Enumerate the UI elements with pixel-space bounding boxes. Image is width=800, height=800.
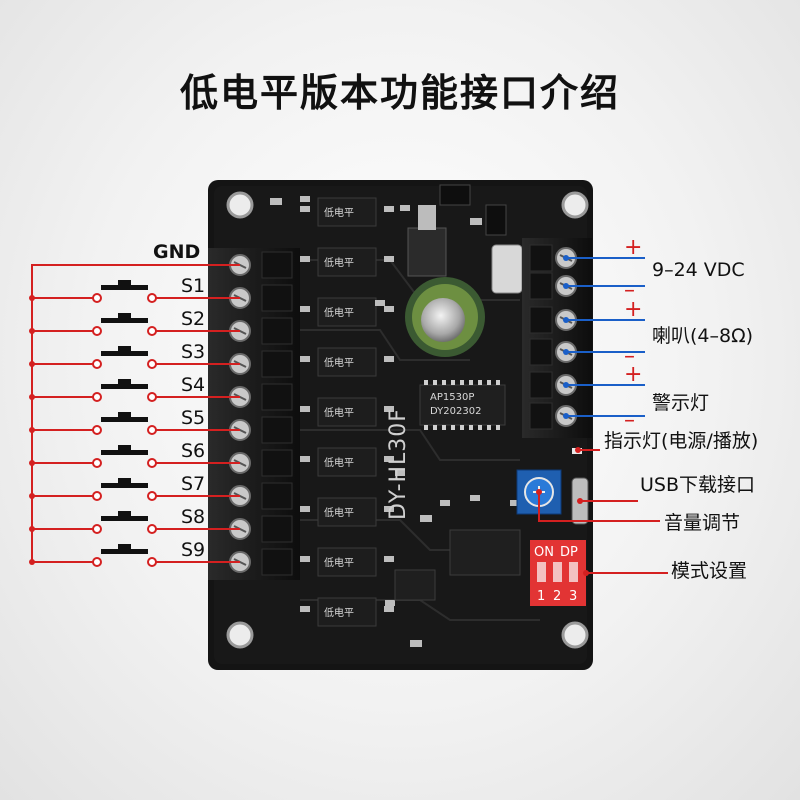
push-switch: S1: [29, 275, 240, 303]
svg-text:低电平: 低电平: [324, 306, 354, 319]
svg-text:低电平: 低电平: [324, 506, 354, 519]
polarity-mark: +: [624, 362, 642, 387]
svg-text:低电平: 低电平: [324, 356, 354, 369]
polarity-mark: +: [624, 297, 642, 322]
push-switch: S9: [29, 539, 240, 567]
mounting-hole: [226, 191, 254, 219]
volume-label: 音量调节: [664, 512, 740, 534]
switch-label: S6: [181, 440, 205, 462]
callout-line: [575, 447, 600, 453]
board-model: DY-HL30F: [386, 408, 411, 520]
mounting-hole: [561, 191, 589, 219]
callout-line: [577, 498, 638, 504]
output-wire: +: [563, 235, 645, 261]
push-switch: S7: [29, 473, 240, 501]
power-label: 9–24 VDC: [652, 259, 745, 281]
svg-text:DY202302: DY202302: [430, 406, 481, 417]
callout-line: [583, 570, 668, 576]
level-chip: 低电平: [300, 447, 394, 477]
callout-line: [536, 489, 660, 522]
level-chip: 低电平: [300, 397, 394, 427]
svg-text:AP1530P: AP1530P: [430, 392, 474, 403]
level-chip: 低电平: [300, 547, 394, 577]
amplifier-ic: [449, 529, 521, 576]
crystal: [491, 244, 523, 294]
output-wire: –: [563, 344, 645, 369]
switch-label: S8: [181, 506, 205, 528]
indicator-label: 指示灯(电源/播放): [604, 430, 758, 452]
switch-label: S5: [181, 407, 205, 429]
level-chip: 低电平: [300, 597, 394, 627]
alarm-light-label: 警示灯: [652, 392, 709, 414]
level-chip: 低电平: [300, 197, 394, 227]
svg-text:低电平: 低电平: [324, 406, 354, 419]
push-switch: S8: [29, 506, 240, 534]
svg-text:1: 1: [537, 589, 545, 604]
gnd-label: GND: [153, 241, 200, 263]
svg-text:DP: DP: [560, 545, 578, 560]
level-chip: 低电平: [300, 497, 394, 527]
main-ic: AP1530P DY202302: [419, 380, 506, 430]
output-wire: –: [563, 278, 645, 303]
polarity-mark: –: [624, 278, 635, 303]
svg-text:低电平: 低电平: [324, 556, 354, 569]
level-chip: 低电平: [300, 347, 394, 377]
output-wire: +: [563, 362, 645, 388]
svg-text:ON: ON: [534, 545, 554, 560]
output-wire: –: [563, 408, 645, 433]
svg-text:低电平: 低电平: [324, 256, 354, 269]
polarity-mark: –: [624, 408, 635, 433]
switch-label: S7: [181, 473, 205, 495]
polarity-mark: –: [624, 344, 635, 369]
push-switch: S5: [29, 407, 240, 435]
usb-label: USB下载接口: [640, 474, 755, 496]
level-chip: 低电平: [300, 297, 394, 327]
push-switch: S2: [29, 308, 240, 336]
switch-label: S1: [181, 275, 205, 297]
flash-ic: [394, 569, 436, 601]
output-wiring: +–+–+–: [536, 235, 668, 576]
svg-text:低电平: 低电平: [324, 606, 354, 619]
voltage-regulator: [407, 227, 447, 277]
mode-dip-switch: ON DP 1 2 3: [530, 540, 586, 606]
polarity-mark: +: [624, 235, 642, 260]
switch-label: S3: [181, 341, 205, 363]
page-title: 低电平版本功能接口介绍: [179, 71, 620, 115]
push-switch: S3: [29, 341, 240, 369]
right-terminal-block: [522, 238, 592, 438]
svg-text:2: 2: [553, 589, 561, 604]
svg-text:低电平: 低电平: [324, 456, 354, 469]
push-switch: S6: [29, 440, 240, 468]
level-chip: 低电平: [300, 247, 394, 277]
speaker-label: 喇叭(4–8Ω): [652, 325, 753, 347]
switch-label: S2: [181, 308, 205, 330]
mounting-hole: [561, 621, 589, 649]
mounting-hole: [226, 621, 254, 649]
switch-label: S9: [181, 539, 205, 561]
svg-text:3: 3: [569, 589, 577, 604]
switch-label: S4: [181, 374, 205, 396]
output-wire: +: [563, 297, 645, 323]
mode-label: 模式设置: [671, 560, 747, 582]
electrolytic-capacitor: [405, 277, 485, 357]
svg-text:低电平: 低电平: [324, 206, 354, 219]
push-switch: S4: [29, 374, 240, 402]
